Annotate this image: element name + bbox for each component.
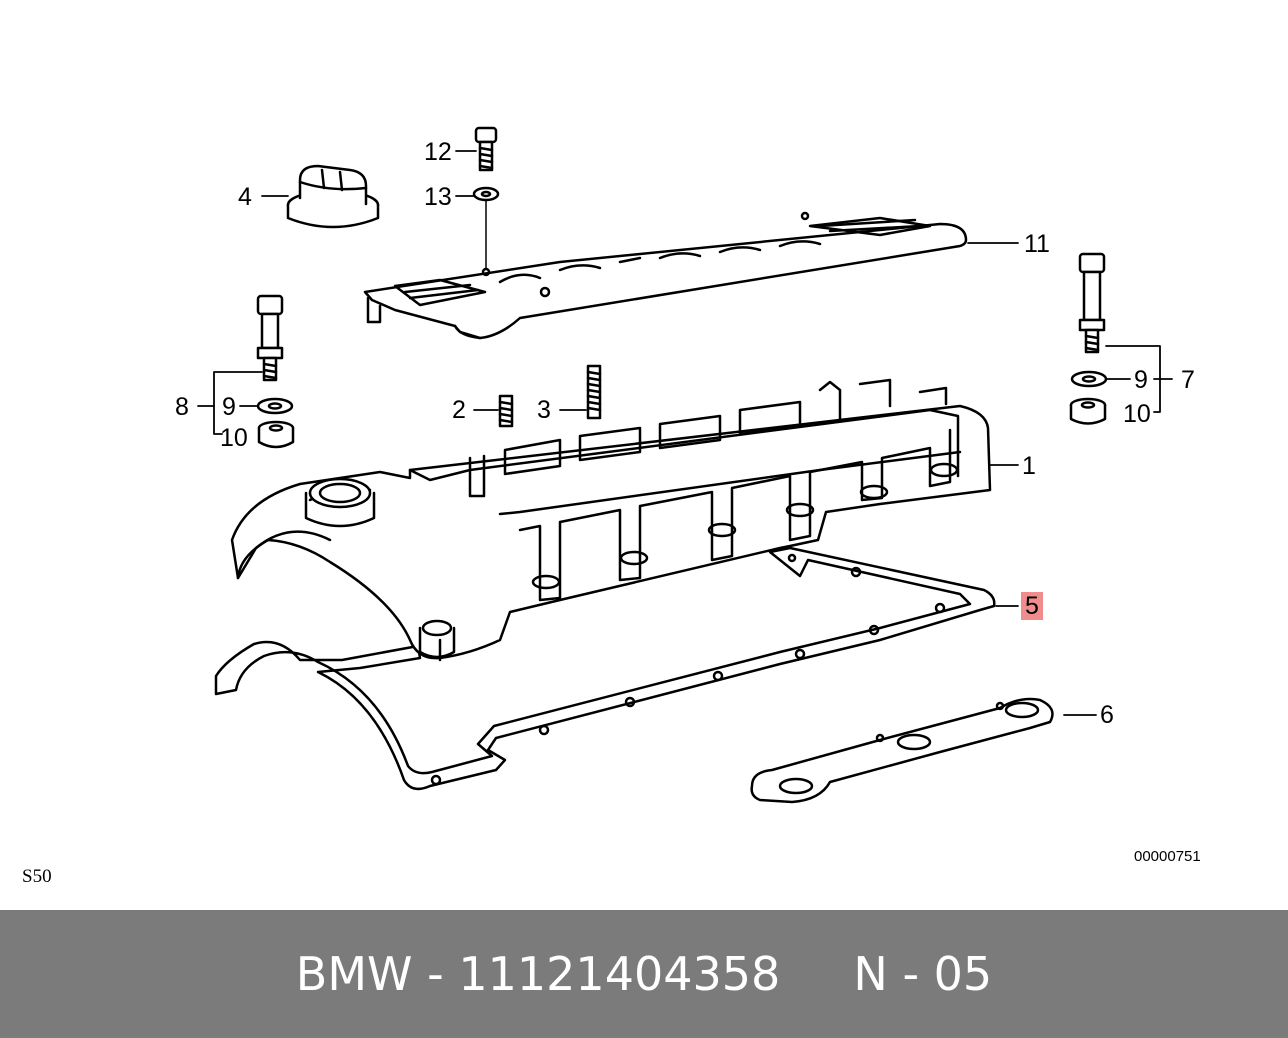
washer-9-right-part: [1070, 370, 1108, 388]
callout-10-right[interactable]: 10: [1123, 400, 1151, 428]
callout-9-right[interactable]: 9: [1134, 366, 1148, 394]
callout-2[interactable]: 2: [452, 396, 466, 424]
part-number-caption: BMW - 11121404358 N - 05: [295, 947, 993, 1001]
stud-3-part: [586, 364, 602, 420]
bolt-12-part: [474, 126, 498, 172]
oil-filler-cap-part: [286, 164, 380, 229]
callout-7[interactable]: 7: [1181, 366, 1195, 394]
callout-6[interactable]: 6: [1100, 701, 1114, 729]
callout-1[interactable]: 1: [1022, 452, 1036, 480]
bolt-8-part: [256, 294, 284, 382]
stud-2-part: [498, 394, 514, 428]
washer-13-part: [472, 186, 500, 269]
callout-9-left[interactable]: 9: [222, 393, 236, 421]
callout-4[interactable]: 4: [238, 183, 252, 211]
cylinder-head-cover-part: [230, 378, 992, 662]
leader-lines: [197, 150, 1173, 716]
engine-top-cover-part: [363, 211, 968, 340]
figure-number: 00000751: [1134, 848, 1201, 865]
grommet-10-left-part: [257, 420, 295, 449]
bolt-7-part: [1078, 252, 1106, 354]
callout-5-highlighted[interactable]: 5: [1021, 592, 1043, 620]
spark-plug-seal-strip-part: [750, 697, 1054, 804]
footer-bar: BMW - 11121404358 N - 05: [0, 910, 1288, 1038]
washer-9-left-part: [256, 397, 294, 415]
grommet-10-right-part: [1069, 397, 1107, 425]
cylinder-head-cover-gasket-part: [214, 546, 996, 791]
callout-13[interactable]: 13: [424, 183, 452, 211]
callout-3[interactable]: 3: [537, 396, 551, 424]
parts-diagram: [197, 126, 1173, 804]
callout-12[interactable]: 12: [424, 138, 452, 166]
callout-11[interactable]: 11: [1024, 230, 1050, 258]
callout-8[interactable]: 8: [175, 393, 189, 421]
callout-10-left[interactable]: 10: [220, 424, 248, 452]
engine-model-code: S50: [22, 866, 52, 887]
